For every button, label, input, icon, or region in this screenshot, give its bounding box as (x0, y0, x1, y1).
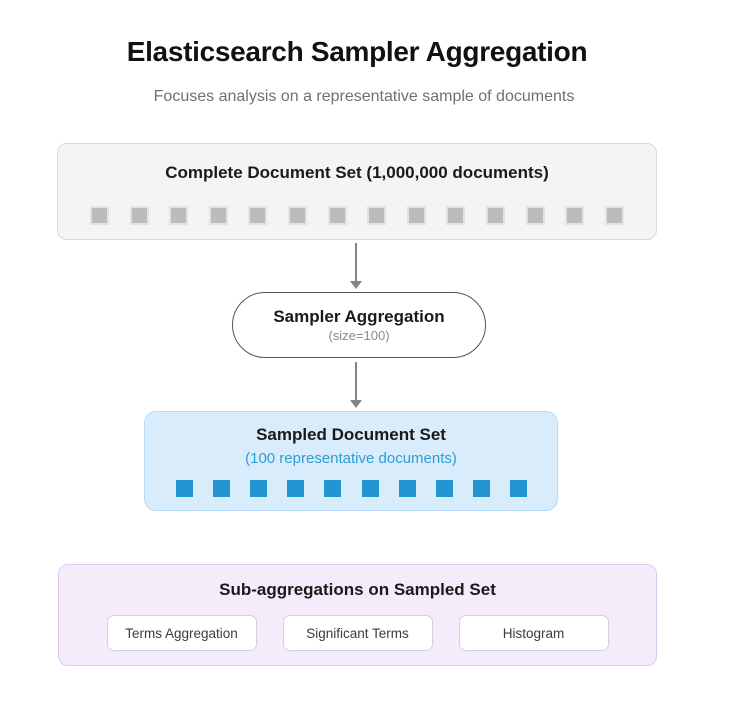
document-square (90, 206, 109, 225)
sub-aggregations-title: Sub-aggregations on Sampled Set (219, 580, 496, 599)
document-square (486, 206, 506, 225)
complete-document-squares-row (90, 206, 624, 225)
document-square (398, 480, 416, 497)
document-square (169, 206, 189, 225)
document-square (361, 480, 379, 497)
significant-terms-button: Significant Terms (282, 615, 433, 651)
complete-document-set-box: Complete Document Set (1,000,000 documen… (57, 143, 657, 240)
sampled-document-squares-row (176, 480, 527, 497)
document-square (446, 206, 466, 225)
sampled-document-set-subtitle: (100 representative documents) (245, 450, 457, 467)
document-square (287, 480, 305, 497)
document-square (604, 206, 624, 225)
document-square (324, 480, 342, 497)
page-title: Elasticsearch Sampler Aggregation (126, 36, 588, 67)
document-square (213, 480, 231, 497)
sampler-aggregation-node: Sampler Aggregation (size=100) (232, 292, 486, 358)
document-square (367, 206, 387, 225)
sampled-document-set-title: Sampled Document Set (256, 425, 446, 444)
sub-aggregation-buttons-row: Terms Aggregation Significant Terms Hist… (59, 615, 656, 651)
sampled-document-set-box: Sampled Document Set (100 representative… (144, 411, 558, 511)
document-square (327, 206, 347, 225)
sub-aggregations-box: Sub-aggregations on Sampled Set Terms Ag… (58, 564, 657, 666)
arrow-down-icon (355, 243, 357, 281)
document-square (129, 206, 149, 225)
histogram-button: Histogram (458, 615, 609, 651)
document-square (176, 480, 193, 497)
document-square (509, 480, 527, 497)
document-square (250, 480, 268, 497)
document-square (565, 206, 585, 225)
document-square (435, 480, 453, 497)
page-subtitle: Focuses analysis on a representative sam… (153, 88, 575, 105)
document-square (208, 206, 228, 225)
terms-aggregation-button: Terms Aggregation (106, 615, 257, 651)
arrow-down-icon (355, 362, 357, 400)
document-square (406, 206, 426, 225)
document-square (288, 206, 308, 225)
sampler-size-label: (size=100) (328, 328, 390, 343)
complete-document-set-title: Complete Document Set (1,000,000 documen… (165, 163, 549, 182)
sampler-aggregation-title: Sampler Aggregation (273, 307, 445, 326)
document-square (472, 480, 490, 497)
document-square (525, 206, 545, 225)
document-square (248, 206, 268, 225)
